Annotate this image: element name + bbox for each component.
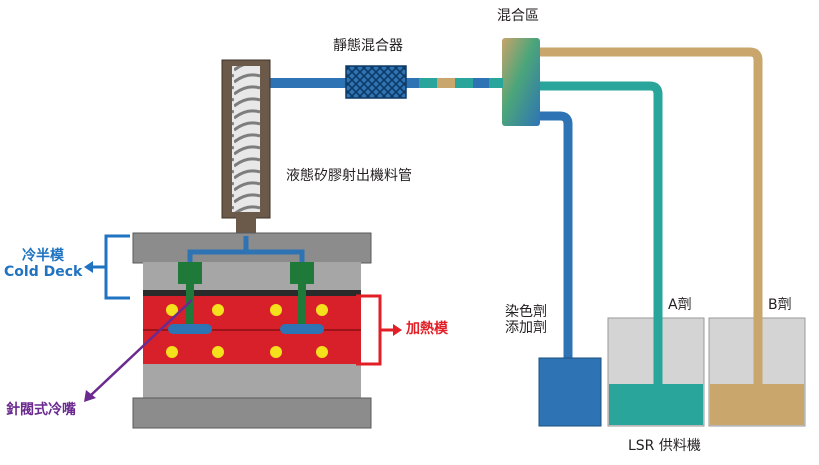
- cold-deck-body: [143, 262, 361, 292]
- mold-lower-body: [143, 364, 361, 400]
- mixing-zone-label: 混合區: [497, 8, 539, 24]
- cavity-part-right: [280, 324, 324, 334]
- cold-deck-label-en: Cold Deck: [4, 264, 83, 281]
- additive-label-line1: 染色劑: [505, 304, 547, 320]
- mixed-segment-5: [473, 78, 489, 88]
- heater-dot: [270, 346, 282, 358]
- component-b-label: B劑: [768, 297, 792, 313]
- heater-elements: [166, 304, 328, 358]
- cold-deck-bracket: [104, 234, 130, 300]
- mold-top-plate: [132, 232, 372, 264]
- static-mixer-label: 靜態混合器: [333, 38, 403, 54]
- cold-deck-label-zh: 冷半模: [22, 248, 64, 264]
- cavity-part-left: [168, 324, 212, 334]
- valve-pin-right: [298, 284, 306, 328]
- heater-dot: [212, 304, 224, 316]
- valve-gate-right-body: [290, 262, 314, 284]
- mixed-segment-1: [405, 78, 419, 88]
- static-mixer: [345, 65, 407, 99]
- mold-bottom-plate: [132, 397, 372, 429]
- additive-label-line2: 添加劑: [505, 320, 547, 337]
- feed-line-to-barrel: [268, 78, 348, 88]
- pipe-a-component: [530, 81, 663, 395]
- cold-deck-arrowhead: [84, 261, 93, 273]
- component-a-label: A劑: [668, 297, 692, 313]
- mixed-segment-2: [419, 78, 437, 88]
- heater-dot: [270, 304, 282, 316]
- mold-divider: [143, 290, 361, 296]
- heater-dot: [316, 304, 328, 316]
- injection-barrel-label: 液態矽膠射出機料管: [286, 168, 412, 184]
- heated-mold-label: 加熱模: [406, 321, 448, 337]
- heater-dot: [166, 346, 178, 358]
- valve-gate-left-body: [178, 262, 202, 284]
- valve-gate-label: 針閥式冷嘴: [6, 402, 76, 418]
- barrel-screw: [232, 66, 260, 212]
- cold-deck-label: 冷半模 Cold Deck: [4, 248, 82, 280]
- mixed-segment-4: [455, 78, 473, 88]
- nozzle-pointer-arrowhead: [84, 390, 96, 402]
- heated-mold-arrowhead: [393, 324, 402, 336]
- additive-tank: [538, 357, 602, 427]
- pipe-b-component: [530, 47, 763, 395]
- barrel-nozzle: [236, 216, 256, 236]
- additive-label: 染色劑 添加劑: [505, 304, 547, 336]
- heater-dot: [212, 346, 224, 358]
- nozzle-pointer: [89, 299, 193, 397]
- lsr-feeder-label: LSR 供料機: [628, 438, 701, 454]
- valve-pin-left: [186, 284, 194, 328]
- mixed-segment-3: [437, 78, 455, 88]
- heater-dot: [166, 304, 178, 316]
- mixed-segment-6: [489, 78, 503, 88]
- pipe-additive: [525, 111, 573, 360]
- heater-dot: [316, 346, 328, 358]
- mixing-zone-block: [502, 38, 540, 126]
